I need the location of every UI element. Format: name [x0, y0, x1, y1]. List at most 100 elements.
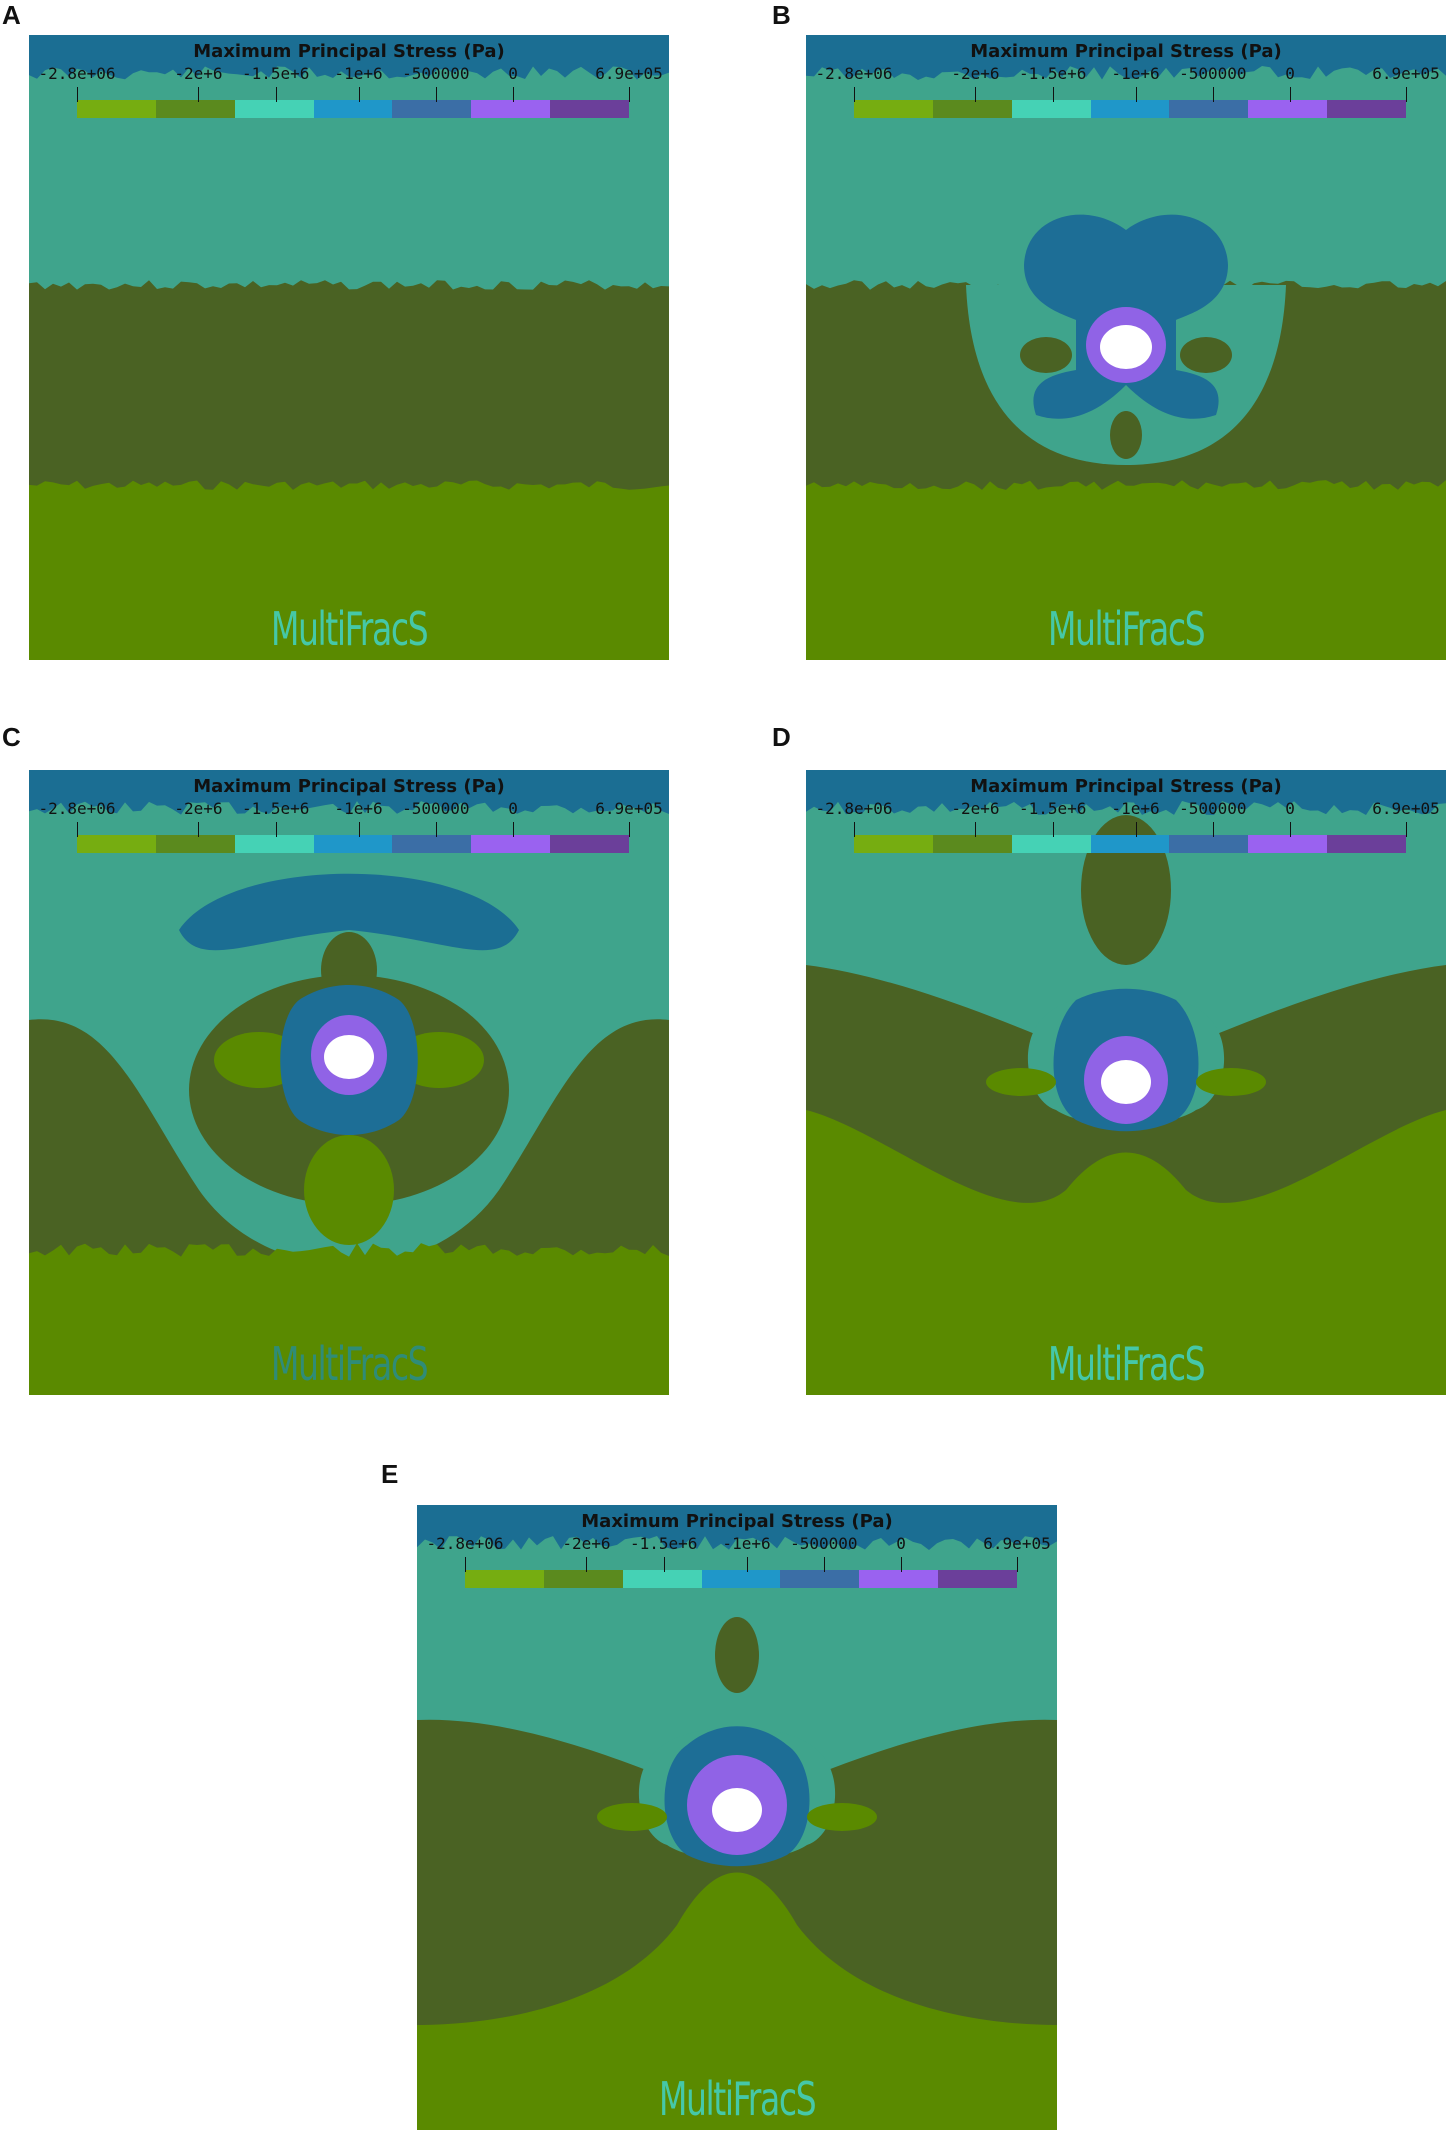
watermark: MultiFracS — [270, 602, 429, 656]
colorbar-tick-label: -2e+6 — [562, 1534, 611, 1553]
colorbar-tick — [1017, 1557, 1018, 1572]
stress-panel-b: Maximum Principal Stress (Pa) -2.8e+06 -2e… — [806, 35, 1446, 660]
colorbar-tick — [854, 822, 855, 837]
colorbar-swatch — [392, 835, 472, 853]
top-stress-band — [417, 1505, 1057, 1550]
colorbar-tick — [1290, 87, 1292, 102]
colorbar-tick-label: -1e+6 — [722, 1534, 771, 1553]
colorbar-tick — [1135, 87, 1137, 102]
colorbar-tick — [629, 822, 630, 837]
panel-letter-d: D — [772, 722, 791, 752]
colorbar-swatch — [1248, 835, 1328, 853]
watermark: MultiFracS — [658, 2072, 817, 2126]
colorbar-tick-label: -1e+6 — [1111, 799, 1160, 818]
side-lobe-right — [807, 1803, 877, 1831]
panel-letter-b: B — [772, 0, 791, 30]
colorbar-swatch — [859, 1570, 939, 1588]
colorbar-tick — [1052, 822, 1054, 837]
light-green-band — [29, 480, 669, 660]
colorbar-tick-label: 6.9e+05 — [595, 799, 663, 818]
colorbar-tick-label: -1.5e+6 — [1019, 64, 1087, 83]
colorbar-swatch — [701, 1570, 781, 1588]
colorbar-swatch — [932, 835, 1012, 853]
light-green-band — [417, 1872, 1057, 2130]
colorbar — [77, 835, 630, 853]
colorbar-tick-label: -1.5e+6 — [242, 64, 310, 83]
colorbar-tick-label: -2.8e+06 — [38, 64, 116, 83]
colorbar — [77, 100, 630, 118]
colorbar-tick — [275, 87, 277, 102]
watermark: MultiFracS — [270, 1337, 429, 1391]
colorbar-tick — [1212, 87, 1214, 102]
colorbar-tick-label: -2.8e+06 — [815, 64, 893, 83]
stress-contour-field — [417, 1505, 1057, 2130]
colorbar-swatch — [854, 100, 933, 118]
legend-title: Maximum Principal Stress (Pa) — [581, 1511, 893, 1532]
stress-contour-field — [806, 35, 1446, 660]
colorbar-tick-label: 6.9e+05 — [595, 64, 663, 83]
colorbar-tick — [77, 822, 78, 837]
upper-arc-zone — [179, 873, 519, 951]
colorbar-swatch — [1169, 100, 1249, 118]
colorbar-swatch — [543, 1570, 623, 1588]
colorbar-tick-label: -1.5e+6 — [1019, 799, 1087, 818]
colorbar-swatch — [234, 835, 314, 853]
colorbar-tick-label: 6.9e+05 — [1372, 799, 1440, 818]
colorbar-tick-label: -2e+6 — [951, 64, 1000, 83]
colorbar-swatch — [392, 100, 472, 118]
colorbar-tick — [629, 87, 630, 102]
colorbar-swatch — [234, 100, 314, 118]
legend-title: Maximum Principal Stress (Pa) — [193, 41, 505, 62]
colorbar-tick — [823, 1557, 825, 1572]
upper-lobe — [715, 1617, 759, 1693]
colorbar-tick — [435, 822, 437, 837]
colorbar-tick — [1290, 822, 1292, 837]
colorbar-swatch — [1011, 835, 1091, 853]
colorbar-tick-label: -1.5e+6 — [630, 1534, 698, 1553]
colorbar-swatch — [471, 835, 551, 853]
side-lobe-right — [1196, 1068, 1266, 1096]
lower-lobe — [1110, 411, 1142, 459]
colorbar-tick — [198, 822, 200, 837]
colorbar-swatch — [465, 1570, 544, 1588]
colorbar-swatch — [313, 100, 393, 118]
colorbar-tick-label: -2e+6 — [174, 799, 223, 818]
colorbar-tick — [513, 87, 515, 102]
light-green-band — [806, 480, 1446, 660]
colorbar-tick — [746, 1557, 748, 1572]
top-stress-band — [29, 35, 669, 80]
colorbar-tick-label: 6.9e+05 — [983, 1534, 1051, 1553]
stress-contour-field — [806, 770, 1446, 1395]
colorbar-tick — [1406, 87, 1407, 102]
top-stress-band — [806, 770, 1446, 815]
light-green-band — [806, 1110, 1446, 1395]
colorbar-tick-label: -500000 — [402, 799, 470, 818]
colorbar-swatch — [1327, 835, 1407, 853]
borehole — [712, 1788, 762, 1832]
side-lobe-left — [597, 1803, 667, 1831]
stress-panel-c: Maximum Principal Stress (Pa) -2.8e+06 -2e… — [29, 770, 669, 1395]
colorbar-tick-label: -2.8e+06 — [38, 799, 116, 818]
legend-title: Maximum Principal Stress (Pa) — [970, 41, 1282, 62]
colorbar — [854, 835, 1407, 853]
colorbar-tick-label: 0 — [508, 799, 518, 818]
top-stress-band — [806, 35, 1446, 80]
colorbar-tick-label: -500000 — [402, 64, 470, 83]
colorbar-swatch — [155, 100, 235, 118]
colorbar-tick-label: -1.5e+6 — [242, 799, 310, 818]
colorbar-tick — [586, 1557, 588, 1572]
side-lobe-left — [1020, 337, 1072, 373]
watermark: MultiFracS — [1047, 1337, 1206, 1391]
colorbar-swatch — [854, 835, 933, 853]
legend-title: Maximum Principal Stress (Pa) — [193, 776, 505, 797]
borehole — [324, 1035, 374, 1079]
colorbar-swatch — [622, 1570, 702, 1588]
colorbar-tick — [975, 87, 977, 102]
colorbar-tick-label: -1e+6 — [334, 64, 383, 83]
stress-contour-field — [29, 770, 669, 1395]
lower-lobe — [304, 1135, 394, 1245]
light-green-band — [29, 1243, 669, 1395]
colorbar-tick-label: -2.8e+06 — [815, 799, 893, 818]
colorbar-swatch — [550, 835, 630, 853]
colorbar-tick — [198, 87, 200, 102]
